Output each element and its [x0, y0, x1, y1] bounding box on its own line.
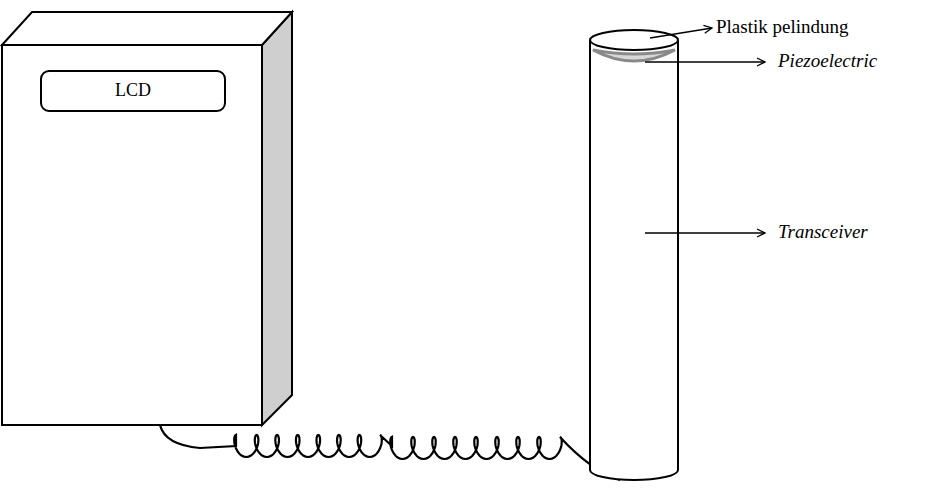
leader-arrow — [645, 232, 765, 233]
protective-plastic — [590, 30, 678, 50]
coiled-cable — [160, 425, 620, 480]
piezoelectric-element — [593, 50, 675, 61]
leader-arrow — [650, 28, 712, 38]
housing-front — [2, 45, 262, 425]
leader-arrow — [645, 61, 765, 62]
housing-top — [2, 12, 292, 45]
transceiver-body — [590, 40, 678, 480]
screen-label: LCD — [115, 81, 151, 101]
lcd-screen: LCD — [40, 70, 226, 112]
part-label: Transceiver — [778, 222, 868, 243]
housing-side — [262, 12, 292, 425]
part-label: Plastik pelindung — [716, 17, 848, 38]
part-label: Piezoelectric — [778, 51, 877, 72]
